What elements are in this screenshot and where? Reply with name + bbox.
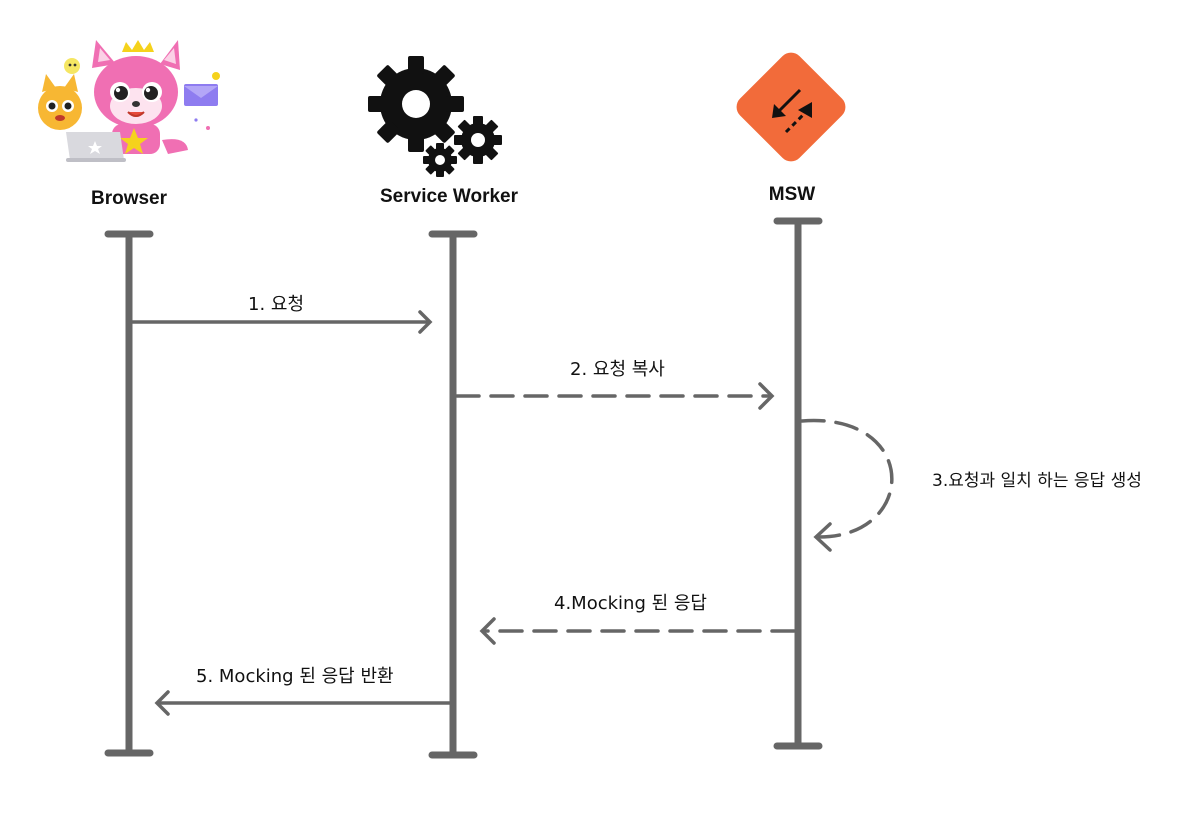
arrow-request [130, 310, 433, 334]
actor-label-browser: Browser [90, 188, 168, 209]
arrow-copy-request [455, 382, 775, 410]
pinkfong-mascot-icon [38, 40, 220, 162]
lifeline-browser [104, 230, 154, 757]
arrow-return-response [154, 690, 452, 716]
arrow-generate-response [800, 418, 894, 552]
actor-label-msw: MSW [768, 184, 816, 205]
lifeline-service-worker [428, 230, 478, 759]
message-label-2: 2. 요청 복사 [570, 359, 665, 380]
message-label-4: 4.Mocking 된 응답 [554, 593, 707, 614]
lifeline-msw [773, 217, 823, 750]
gears-icon [368, 56, 502, 177]
arrow-mocked-response [479, 617, 796, 645]
message-label-3: 3.요청과 일치 하는 응답 생성 [932, 471, 1142, 491]
message-label-1: 1. 요청 [248, 294, 305, 315]
msw-logo-icon [736, 52, 846, 162]
actor-label-service-worker: Service Worker [379, 186, 519, 207]
message-label-5: 5. Mocking 된 응답 반환 [196, 666, 394, 687]
